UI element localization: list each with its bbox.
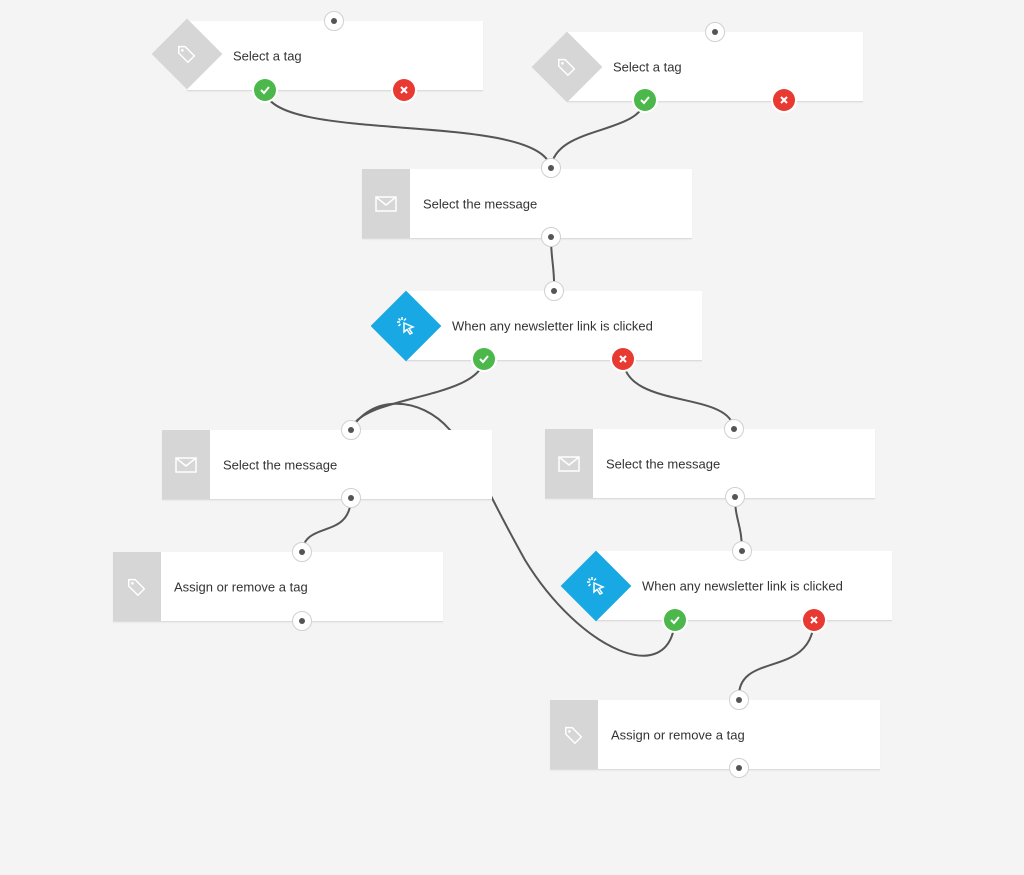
- tag-icon-box: [550, 700, 598, 769]
- tag-icon: [178, 45, 196, 64]
- close-icon: [619, 355, 627, 363]
- node-label: Assign or remove a tag: [611, 727, 745, 742]
- cursor-click-icon: [587, 577, 605, 595]
- cursor-click-icon: [397, 317, 415, 335]
- close-icon: [780, 96, 788, 104]
- input-port[interactable]: [724, 419, 744, 439]
- wire-trigger-2-no-to-assign-2: [737, 619, 815, 701]
- tag-icon: [558, 58, 576, 77]
- output-port[interactable]: [341, 488, 361, 508]
- node-label: Assign or remove a tag: [174, 579, 308, 594]
- node-label: When any newsletter link is clicked: [642, 578, 843, 593]
- check-icon: [670, 616, 680, 625]
- input-port[interactable]: [292, 542, 312, 562]
- no-output-port[interactable]: [803, 609, 825, 631]
- node-label: When any newsletter link is clicked: [452, 318, 653, 333]
- envelope-icon-box: [362, 169, 410, 238]
- wire-trigger-1-no-to-message-3: [622, 358, 735, 430]
- tag-icon-box: [113, 552, 161, 621]
- cursor-click-icon-diamond: [560, 550, 632, 622]
- envelope-icon: [175, 456, 197, 473]
- node-assign-tag-1[interactable]: Assign or remove a tag: [113, 552, 443, 622]
- node-assign-tag-2[interactable]: Assign or remove a tag: [550, 700, 880, 770]
- node-link-clicked-1[interactable]: When any newsletter link is clicked: [406, 291, 702, 361]
- envelope-icon: [375, 195, 397, 212]
- cursor-click-icon-diamond: [370, 290, 442, 362]
- wire-tag-right-yes-to-message-1: [550, 99, 646, 169]
- node-select-tag-right[interactable]: Select a tag: [567, 32, 863, 102]
- node-select-message-3[interactable]: Select the message: [545, 429, 875, 499]
- output-port[interactable]: [292, 611, 312, 631]
- yes-output-port[interactable]: [634, 89, 656, 111]
- node-label: Select the message: [606, 456, 721, 471]
- node-label: Select a tag: [233, 48, 302, 63]
- input-port[interactable]: [324, 11, 344, 31]
- yes-output-port[interactable]: [254, 79, 276, 101]
- wire-message-2-to-assign-1: [301, 497, 352, 553]
- tag-icon: [565, 726, 583, 744]
- input-port[interactable]: [705, 22, 725, 42]
- yes-output-port[interactable]: [473, 348, 495, 370]
- no-output-port[interactable]: [612, 348, 634, 370]
- yes-output-port[interactable]: [664, 609, 686, 631]
- envelope-icon: [558, 455, 580, 472]
- no-output-port[interactable]: [393, 79, 415, 101]
- output-port[interactable]: [541, 227, 561, 247]
- tag-icon-diamond: [151, 18, 223, 90]
- envelope-icon-box: [545, 429, 593, 498]
- input-port[interactable]: [541, 158, 561, 178]
- node-label: Select the message: [223, 457, 338, 472]
- node-select-message-2[interactable]: Select the message: [162, 430, 492, 500]
- close-icon: [810, 616, 818, 624]
- envelope-icon-box: [162, 430, 210, 499]
- output-port[interactable]: [725, 487, 745, 507]
- node-label: Select a tag: [613, 59, 682, 74]
- tag-icon: [128, 578, 146, 596]
- tag-icon-diamond: [531, 31, 603, 103]
- close-icon: [400, 86, 408, 94]
- output-port[interactable]: [729, 758, 749, 778]
- input-port[interactable]: [729, 690, 749, 710]
- wire-tag-left-yes-to-message-1: [264, 89, 552, 169]
- node-link-clicked-2[interactable]: When any newsletter link is clicked: [596, 551, 892, 621]
- node-select-message-1[interactable]: Select the message: [362, 169, 692, 239]
- check-icon: [640, 96, 650, 105]
- check-icon: [260, 86, 270, 95]
- input-port[interactable]: [544, 281, 564, 301]
- check-icon: [479, 355, 489, 364]
- node-label: Select the message: [423, 196, 538, 211]
- node-select-tag-left[interactable]: Select a tag: [187, 21, 483, 91]
- input-port[interactable]: [341, 420, 361, 440]
- input-port[interactable]: [732, 541, 752, 561]
- no-output-port[interactable]: [773, 89, 795, 111]
- wire-trigger-1-yes-to-message-2: [350, 358, 485, 431]
